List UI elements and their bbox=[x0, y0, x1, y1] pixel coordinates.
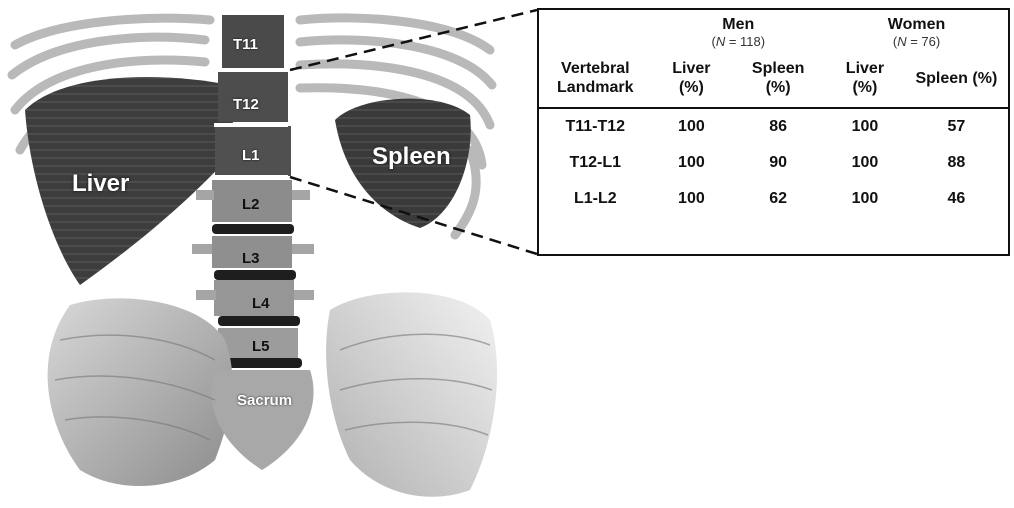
table-row: T11-T12 100 86 100 57 bbox=[539, 108, 1008, 145]
cell-landmark: T11-T12 bbox=[539, 108, 652, 145]
col-header-men-liver: Liver (%) bbox=[652, 49, 732, 108]
landmark-table: Men (N = 118) Women (N = 76) Vertebral L… bbox=[537, 8, 1010, 256]
table-corner bbox=[539, 10, 652, 49]
table-row: L1-L2 100 62 100 46 bbox=[539, 181, 1008, 217]
table-row: T12-L1 100 90 100 88 bbox=[539, 145, 1008, 181]
spleen-label: Spleen bbox=[372, 143, 451, 171]
cell-landmark: L1-L2 bbox=[539, 181, 652, 217]
vertebra-label-l5: L5 bbox=[252, 338, 270, 355]
group-name-men: Men bbox=[722, 16, 754, 33]
col-header-men-spleen: Spleen (%) bbox=[731, 49, 825, 108]
vertebra-label-l3: L3 bbox=[242, 250, 260, 267]
cell-women-liver: 100 bbox=[825, 108, 905, 145]
vertebra-label-t12: T12 bbox=[233, 96, 259, 113]
col-header-landmark: Vertebral Landmark bbox=[539, 49, 652, 108]
vertebra-label-l4: L4 bbox=[252, 295, 270, 312]
liver-label: Liver bbox=[72, 170, 129, 198]
vertebra-label-l1: L1 bbox=[242, 147, 260, 164]
sacrum-shape bbox=[211, 370, 313, 470]
group-n-women: (N = 76) bbox=[825, 34, 1008, 49]
col-header-women-liver: Liver (%) bbox=[825, 49, 905, 108]
cell-men-spleen: 62 bbox=[731, 181, 825, 217]
group-name-women: Women bbox=[888, 16, 945, 33]
cell-men-liver: 100 bbox=[652, 108, 732, 145]
cell-landmark: T12-L1 bbox=[539, 145, 652, 181]
group-n-men: (N = 118) bbox=[652, 34, 826, 49]
cell-women-liver: 100 bbox=[825, 145, 905, 181]
cell-men-liver: 100 bbox=[652, 181, 732, 217]
pelvis-right bbox=[326, 292, 497, 496]
group-header-women: Women (N = 76) bbox=[825, 10, 1008, 49]
pelvis-left bbox=[48, 298, 233, 486]
cell-men-spleen: 90 bbox=[731, 145, 825, 181]
cell-women-spleen: 57 bbox=[905, 108, 1008, 145]
col-header-women-spleen: Spleen (%) bbox=[905, 49, 1008, 108]
vertebra-label-l2: L2 bbox=[242, 196, 260, 213]
vertebra-label-t11: T11 bbox=[233, 36, 258, 53]
cell-women-spleen: 46 bbox=[905, 181, 1008, 217]
cell-women-spleen: 88 bbox=[905, 145, 1008, 181]
sacrum-label: Sacrum bbox=[237, 392, 292, 409]
group-header-men: Men (N = 118) bbox=[652, 10, 826, 49]
cell-women-liver: 100 bbox=[825, 181, 905, 217]
cell-men-spleen: 86 bbox=[731, 108, 825, 145]
cell-men-liver: 100 bbox=[652, 145, 732, 181]
